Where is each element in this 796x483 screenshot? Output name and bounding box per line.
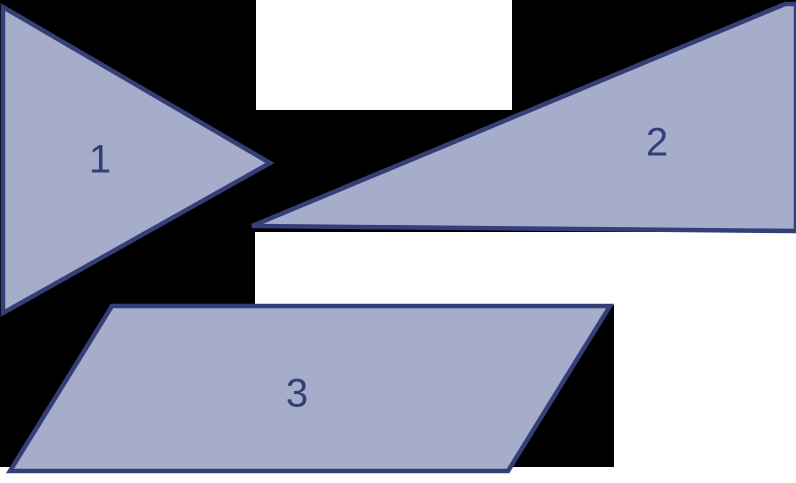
shape-1-label: 1 <box>89 138 111 182</box>
shape-3-parallelogram[interactable] <box>5 303 615 474</box>
shape-2-quadrilateral[interactable] <box>251 1 796 234</box>
backdrop-top-notch <box>256 0 512 110</box>
backdrop-mid-gap <box>255 232 614 305</box>
backdrop-lower-right-cutout <box>614 232 796 483</box>
shape-3-label: 3 <box>286 372 308 416</box>
shape-1-triangle[interactable] <box>0 3 275 317</box>
shape-2-label: 2 <box>646 121 668 165</box>
